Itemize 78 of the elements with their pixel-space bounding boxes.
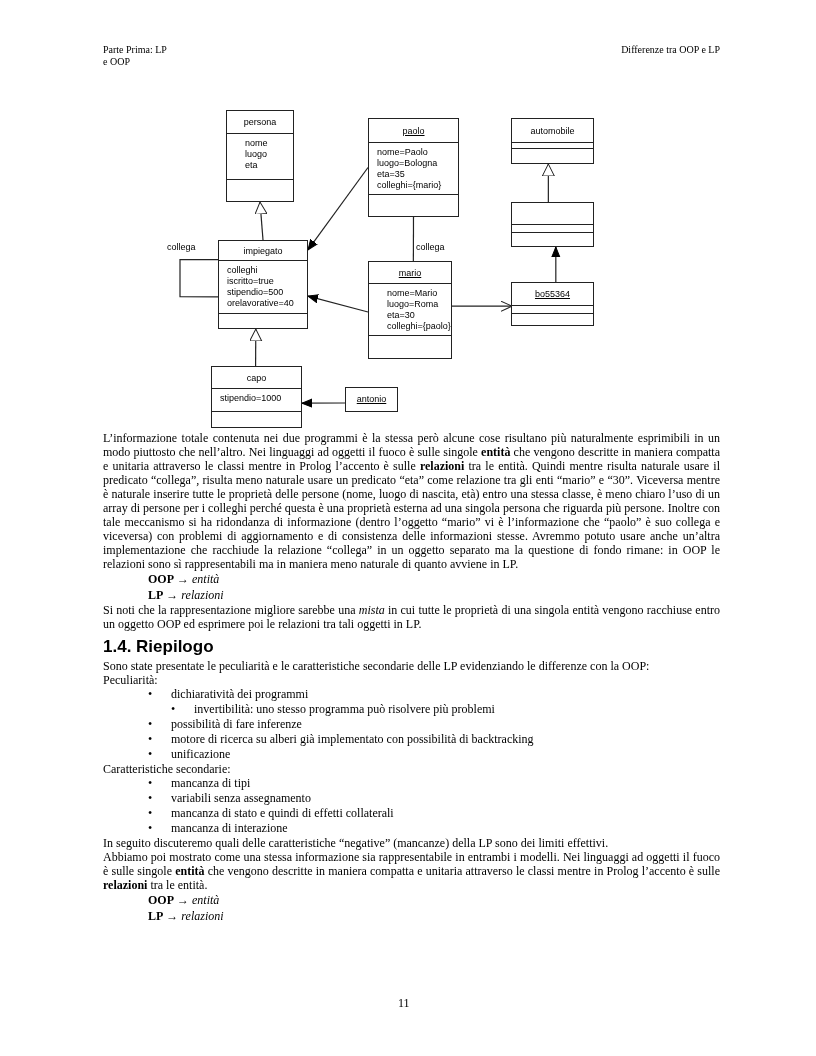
list-item: dichiaratività dei programmi: [171, 687, 309, 701]
object-name: mario: [398, 267, 422, 278]
arrow: [301, 398, 346, 408]
list-item: mancanza di interazione: [171, 821, 288, 835]
attribute-text: iscritto=true: [227, 276, 274, 287]
class-box: [511, 202, 594, 247]
class-name: persona: [243, 117, 277, 127]
object-box: [345, 387, 398, 412]
attribute-text: luogo=Roma: [387, 299, 439, 310]
association-line: [412, 216, 415, 262]
attribute-text: stipendio=500: [227, 287, 284, 298]
attribute-text: nome=Paolo: [377, 147, 428, 158]
attribute-text: nome=Mario: [387, 288, 438, 299]
object-name: paolo: [402, 125, 425, 136]
attribute-text: colleghi={paolo}: [387, 321, 451, 332]
bullet: •: [148, 687, 154, 702]
object-name: antonio: [356, 394, 387, 404]
edge-label: collega: [416, 242, 445, 252]
attribute-text: luogo=Bologna: [377, 158, 438, 169]
formula-line: OOP → entità: [148, 892, 221, 908]
bullet: •: [148, 717, 154, 732]
attribute-text: orelavorative=40: [227, 298, 294, 309]
arrow: [551, 246, 561, 283]
formula-line: LP → relazioni: [148, 587, 225, 603]
list-item: motore di ricerca su alberi già implementato con possibilità di backtracking: [171, 732, 534, 746]
paragraph: L’informazione totale contenuta nei due programmi è la stessa però alcune cose risultano più naturalmente esprimibili in un modo piuttosto che nell’altro. Nei linguaggi ad oggetti il fuoco è sulle singole entità che vengono descritte in maniera compatta e unitaria attraverso le classi mentre in Prolog l’accento è sulle relazioni tra le entità. Quindi mentre risulta naturale usare il predicato “collega”, risulta meno naturale usare un predicato “eta” come relazione tra gli enti “mario” e “30”. Viceversa mentre è naturale inserire tutte le proprietà delle persone (nome, luogo di nascita, età) entro una stessa classe, è meno chiaro l’uso di un array di persone per i colleghi perché questa è una proprietà esterna ad una singola persona che riguarda più persone. Inoltre con tale meccanismo si ha ridondanza di informazione (dentro l’oggetto “mario” vi è l’informazione che “paolo” è suo collega e viceversa) con problemi di aggiornamento e di consistenza delle informazioni stesse. Avremmo potuto usare anche un’altra implementazione che racchiude la relazione “collega” in un oggetto separato ma la questione di fondo rimane: in OOP le relazioni sono sì rappresentabili ma in maniera meno naturale di quanto avviene in LP.: [103, 431, 720, 571]
list-item: mancanza di tipi: [171, 776, 251, 790]
section-heading: 1.4. Riepilogo: [103, 637, 215, 657]
bullet: •: [148, 776, 154, 791]
attribute-text: colleghi: [227, 265, 258, 276]
class-name: capo: [246, 372, 267, 383]
paragraph: Peculiarità:: [103, 673, 159, 687]
object-box: [368, 261, 452, 359]
bullet: •: [148, 747, 154, 762]
bullet: •: [148, 821, 154, 836]
arrow: [451, 300, 513, 312]
list-item: invertibilità: uno stesso programma può risolvere più problemi: [194, 702, 495, 716]
generalization-arrow: [541, 163, 555, 203]
generalization-arrow: [249, 328, 263, 367]
class-box: [218, 240, 308, 329]
page-number: 11: [398, 996, 410, 1011]
object-box: [368, 118, 459, 217]
list-item: variabili senza assegnamento: [171, 791, 311, 805]
list-item: unificazione: [171, 747, 231, 761]
bullet: •: [171, 702, 177, 717]
list-item: possibilità di fare inferenze: [171, 717, 302, 731]
paragraph: In seguito discuteremo quali delle caratteristiche “negative” (mancanze) della LP sono dei limiti effettivi.: [103, 836, 610, 850]
formula-line: OOP → entità: [148, 571, 221, 587]
edge-label: collega: [167, 242, 196, 252]
generalization-arrow: [254, 201, 268, 241]
object-box: [511, 282, 594, 326]
page-header: Differenze tra OOP e LP: [621, 44, 720, 56]
attribute-text: eta: [245, 160, 258, 171]
paragraph: Sono state presentate le peculiarità e le caratteristiche secondarie delle LP evidenziando le differenze con la OOP:: [103, 659, 651, 673]
attribute-text: colleghi={mario}: [377, 180, 442, 191]
bullet: •: [148, 732, 154, 747]
list-item: mancanza di stato e quindi di effetti collaterali: [171, 806, 394, 820]
arrow: [307, 294, 369, 313]
paragraph: Caratteristiche secondarie:: [103, 762, 232, 776]
association-line: [179, 258, 219, 298]
attribute-text: nome: [245, 138, 268, 149]
attribute-text: luogo: [245, 149, 268, 160]
class-name: automobile: [530, 125, 575, 136]
attribute-text: eta=30: [387, 310, 415, 321]
page-header: Parte Prima: LP e OOP: [103, 44, 168, 68]
class-box: [211, 366, 302, 428]
bullet: •: [148, 791, 154, 806]
class-box: [226, 110, 294, 202]
class-name: impiegato: [243, 245, 283, 256]
class-box: [511, 118, 594, 164]
bullet: •: [148, 806, 154, 821]
attribute-text: stipendio=1000: [220, 393, 282, 404]
object-name: bo55364: [534, 289, 570, 299]
formula-line: LP → relazioni: [148, 908, 225, 924]
attribute-text: eta=35: [377, 169, 405, 180]
arrow: [307, 166, 369, 251]
paragraph: Abbiamo poi mostrato come una stessa informazione sia rappresentabile in entrambi i modelli. Nei linguaggi ad oggetti il fuoco è sulle singole entità che vengono descritte in maniera compatta e unitaria attraverso le classi mentre in Prolog l’accento è sulle relazioni tra le entità.: [103, 850, 720, 892]
paragraph: Si noti che la rappresentazione migliore sarebbe una mista in cui tutte le proprietà di una singola entità vengono racchiuse entro un oggetto OOP ed esprimere poi le relazioni tra tali oggetti in LP.: [103, 603, 720, 631]
